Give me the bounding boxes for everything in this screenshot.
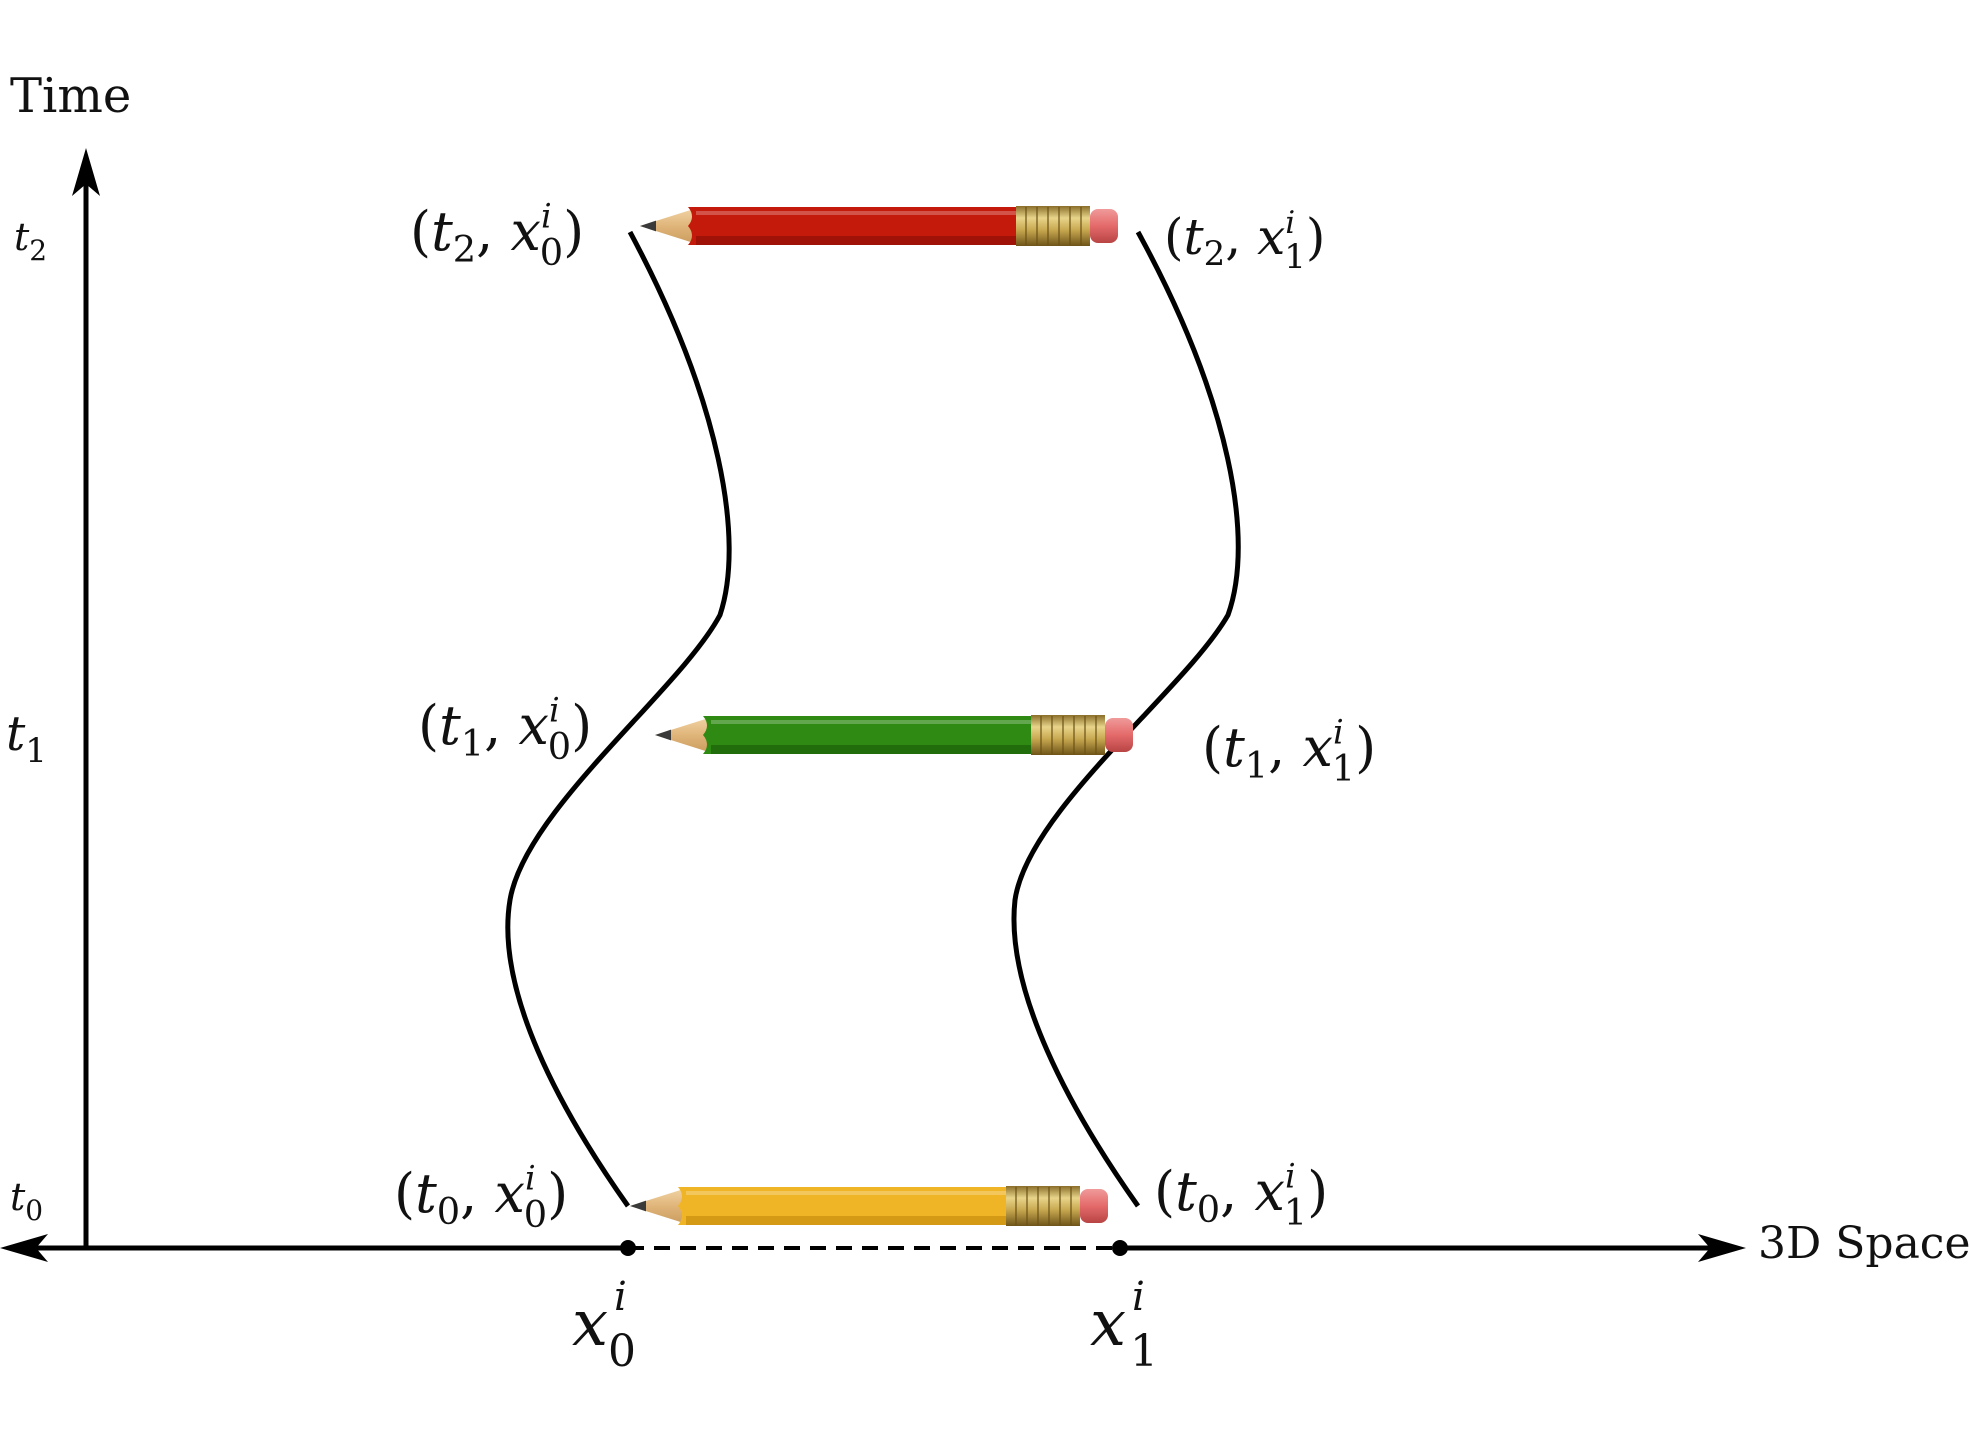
pencil-t2 [640,206,1118,246]
point-x0 [620,1240,636,1256]
pencil-body-highlight [696,211,1016,215]
pencil-body-shade [696,236,1016,245]
pencil-ferrule [1016,206,1090,246]
pencil-ferrule [1031,715,1105,755]
space-axis-right-arrowhead [1698,1234,1746,1262]
pencil-wood-tip [630,1187,690,1225]
pencil-ferrule [1006,1186,1080,1226]
space-tick-x1: x i 1 [1090,1274,1158,1377]
pencil-body-highlight [711,720,1031,724]
pencil-t1 [655,715,1133,755]
svg-text:0: 0 [608,1326,636,1377]
svg-text:x: x [572,1287,608,1361]
pencil-eraser [1105,718,1133,752]
pencil-body-shade [711,745,1031,754]
pencil-lead [655,729,671,741]
time-tick-t1: t1 [6,706,47,771]
pencil-eraser [1080,1189,1108,1223]
time-tick-t2: t2 [14,215,47,267]
pencil-eraser [1090,209,1118,243]
pencil-body-highlight [686,1191,1006,1195]
svg-text:i: i [614,1274,627,1320]
pencil-wood-tip [640,207,700,245]
space-tick-x0: x i 0 [572,1274,636,1377]
pencil-lead [630,1200,646,1212]
time-axis [72,148,100,1248]
pencil-body-shade [686,1216,1006,1225]
time-axis-arrowhead [72,148,100,196]
time-axis-label: Time [10,68,131,124]
pencil-t0 [630,1186,1108,1226]
space-axis-left-arrowhead [0,1234,48,1262]
space-axis-label: 3D Space [1758,1218,1970,1269]
time-tick-t0: t0 [10,1175,43,1227]
svg-text:1: 1 [1130,1326,1158,1377]
point-x1 [1112,1240,1128,1256]
pencil-lead [640,220,656,232]
pencil-wood-tip [655,716,715,754]
svg-text:x: x [1090,1287,1126,1361]
worldline-x0 [505,230,732,1208]
svg-text:i: i [1132,1274,1145,1320]
